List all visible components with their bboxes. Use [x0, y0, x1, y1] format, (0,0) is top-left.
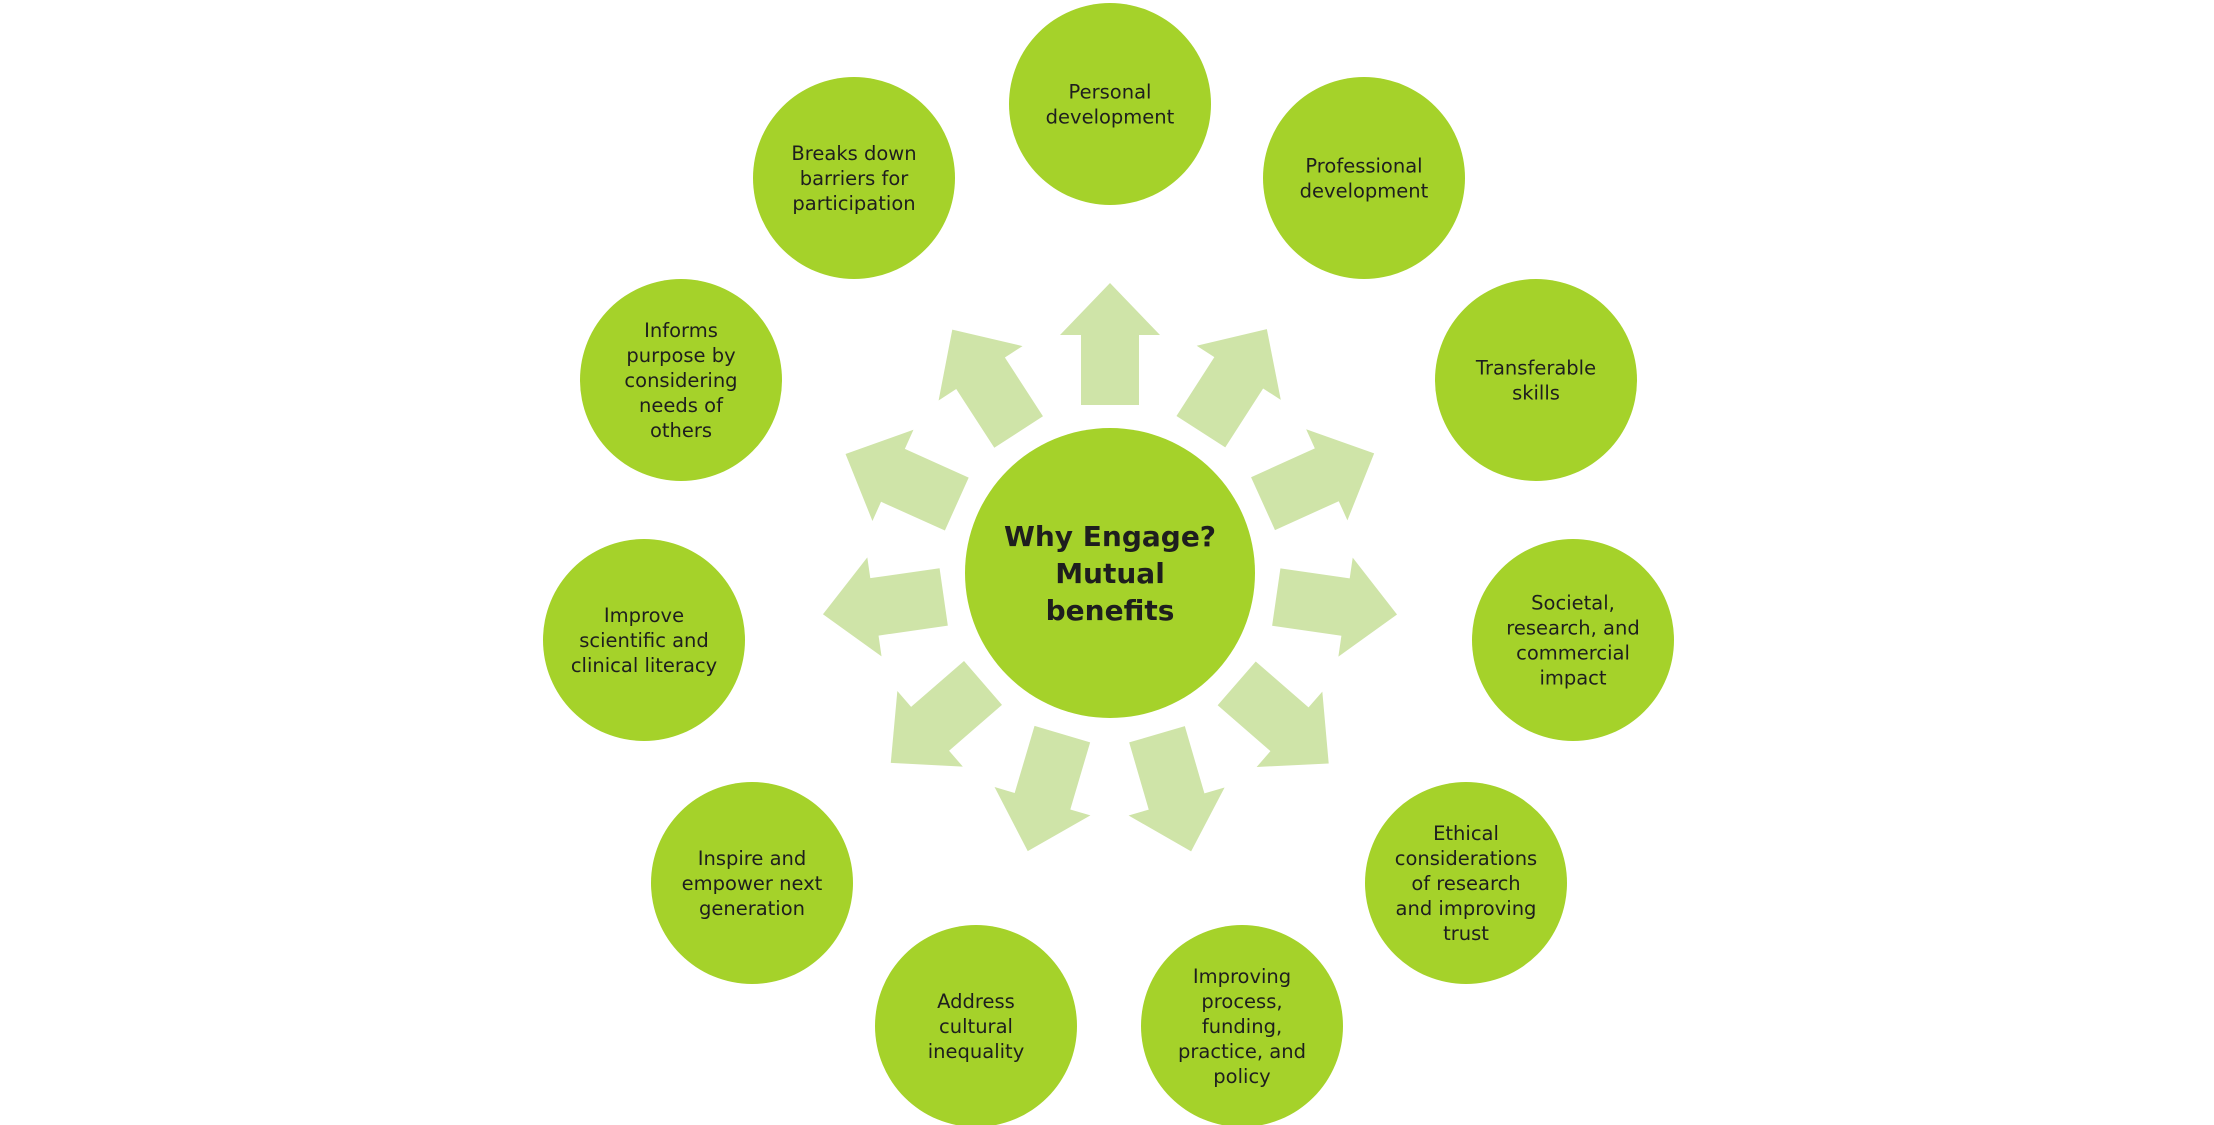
node-label-line: Informs [644, 319, 718, 342]
node-label-line: and improving [1396, 897, 1537, 920]
node-label-line: Improve [604, 604, 684, 627]
node-label-line: empower next [682, 872, 823, 895]
arrow-breaks-down-barriers [938, 329, 1043, 448]
node-circle [580, 279, 782, 481]
node-label-line: clinical literacy [571, 654, 717, 677]
node-label-line: Inspire and [698, 847, 807, 870]
arrows-layer [822, 283, 1398, 852]
arrow-professional-development [1176, 329, 1281, 448]
node-label-line: trust [1443, 922, 1489, 945]
node-label-line: research, and [1506, 617, 1639, 640]
node-label-line: Professional [1305, 155, 1422, 178]
node-label-line: generation [699, 897, 805, 920]
arrow-personal-development [1060, 283, 1160, 405]
node-label-line: others [650, 419, 712, 442]
arrow-societal-research-commercial-impact [1272, 557, 1398, 657]
arrow-transferable-skills [1251, 429, 1375, 531]
node-circle [1472, 539, 1674, 741]
node-label-line: considerations [1395, 847, 1537, 870]
node-circle [875, 925, 1077, 1125]
center-label-line: Mutual [1055, 557, 1165, 590]
node-label-line: Personal [1069, 81, 1152, 104]
center-circle [965, 428, 1255, 718]
node-label-line: participation [792, 192, 915, 215]
arrow-inspire-empower [890, 661, 1002, 767]
node-label-line: scientific and [579, 629, 709, 652]
node-circle [1435, 279, 1637, 481]
node-label-line: Ethical [1433, 822, 1499, 845]
node-label-line: inequality [928, 1040, 1024, 1063]
node-circle [1009, 3, 1211, 205]
node-label-line: skills [1512, 382, 1560, 405]
node-label-line: Societal, [1531, 592, 1615, 615]
node-label-line: Address [937, 990, 1015, 1013]
node-label-line: Improving [1193, 965, 1291, 988]
node-label-line: development [1300, 180, 1429, 203]
center-label-line: benefits [1046, 594, 1175, 627]
node-label-line: practice, and [1178, 1040, 1306, 1063]
node-label-line: policy [1213, 1065, 1270, 1088]
center-label-line: Why Engage? [1004, 520, 1216, 553]
node-circle [651, 782, 853, 984]
node-label-line: needs of [639, 394, 724, 417]
node-circle [1365, 782, 1567, 984]
node-label-line: development [1046, 106, 1175, 129]
node-label-line: process, [1201, 990, 1282, 1013]
arrow-improve-literacy [822, 557, 948, 657]
node-label-line: barriers for [800, 167, 910, 190]
node-label-line: Transferable [1475, 357, 1596, 380]
node-label-line: cultural [939, 1015, 1013, 1038]
center-node: Why Engage? Mutual benefits [965, 428, 1255, 718]
node-label-line: purpose by [626, 344, 735, 367]
arrow-ethical-considerations [1217, 661, 1329, 768]
node-circle [753, 77, 955, 279]
node-label-line: impact [1539, 667, 1606, 690]
node-circle [1263, 77, 1465, 279]
node-circle [543, 539, 745, 741]
node-label-line: Breaks down [791, 142, 916, 165]
node-label-line: commercial [1516, 642, 1630, 665]
arrow-informs-purpose [845, 429, 969, 531]
node-label-line: funding, [1202, 1015, 1282, 1038]
arrow-improving-process [1128, 726, 1225, 852]
node-circle [1141, 925, 1343, 1125]
node-label-line: of research [1411, 872, 1520, 895]
arrow-address-cultural-inequality [994, 725, 1091, 852]
center-label: Why Engage? Mutual benefits [1004, 520, 1216, 627]
node-label-line: considering [624, 369, 737, 392]
